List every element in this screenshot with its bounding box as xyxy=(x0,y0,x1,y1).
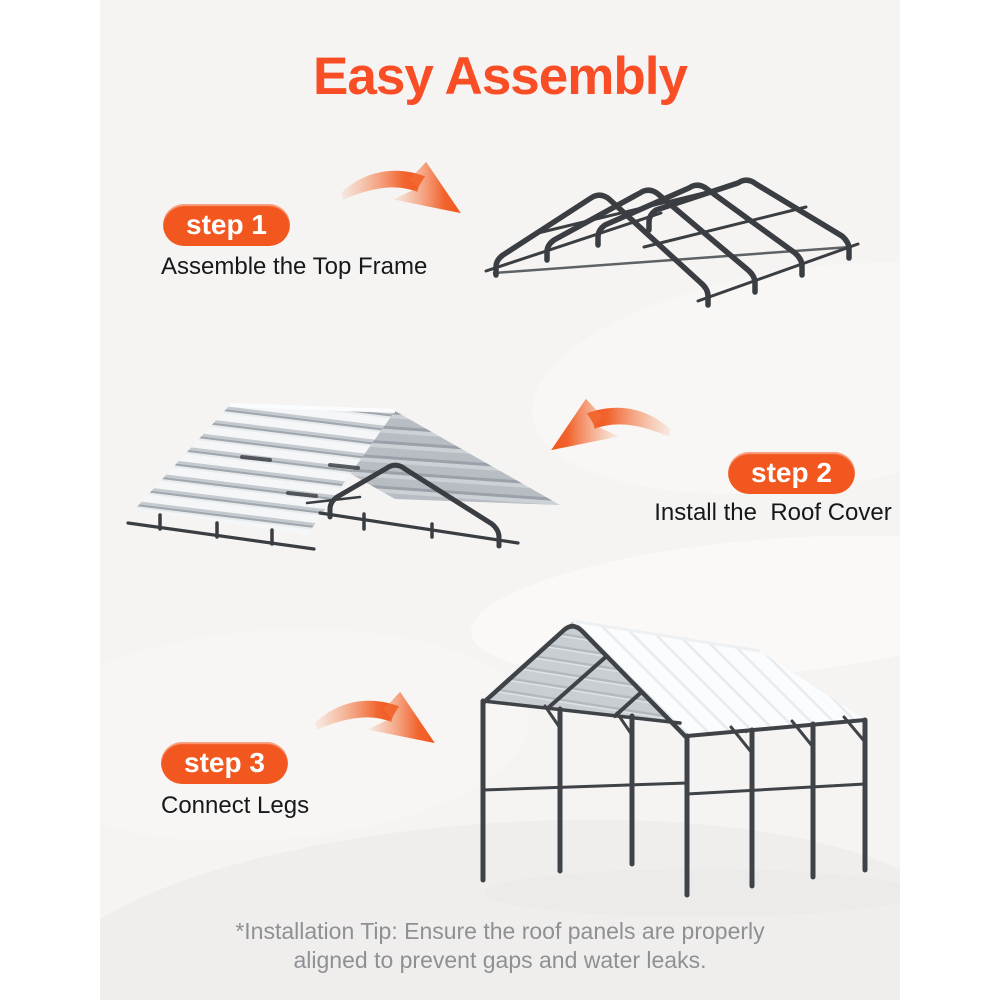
step-2-label: Install the Roof Cover xyxy=(654,499,892,526)
installation-tip-line-2: aligned to prevent gaps and water leaks. xyxy=(293,947,707,973)
step-2-badge: step 2 xyxy=(728,452,855,494)
content-panel: Easy Assembly step 1 Assemble the Top Fr… xyxy=(100,0,900,1000)
step-1-badge: step 1 xyxy=(163,204,290,246)
curved-arrow-down-right-icon xyxy=(341,161,461,214)
top-frame-illustration xyxy=(484,177,860,308)
curved-arrow-down-right-icon xyxy=(315,691,435,744)
installation-tip: *Installation Tip: Ensure the roof panel… xyxy=(100,917,900,975)
page-title: Easy Assembly xyxy=(313,47,688,106)
installation-tip-line-1: *Installation Tip: Ensure the roof panel… xyxy=(235,918,765,944)
assembled-carport-illustration xyxy=(480,619,900,916)
roof-cover-illustration xyxy=(126,403,560,551)
curved-arrow-down-left-icon xyxy=(551,398,671,451)
step-3-badge: step 3 xyxy=(161,742,288,784)
step-3-label: Connect Legs xyxy=(161,792,310,819)
step-1-label: Assemble the Top Frame xyxy=(161,253,428,280)
